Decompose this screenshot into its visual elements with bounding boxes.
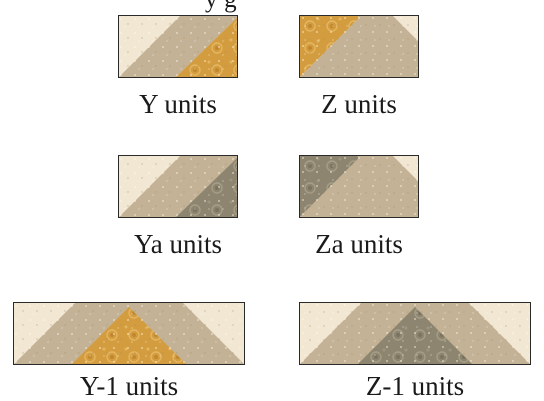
z-1-units-fabric-swatch: [299, 302, 531, 365]
z-1-units-label: Z-1 units: [366, 371, 464, 401]
z-units-fabric-swatch: [299, 15, 419, 78]
page-text-fragment: y g: [205, 0, 237, 12]
za-units-fabric-swatch: [299, 155, 419, 218]
y-units-label: Y units: [139, 89, 217, 119]
y-1-units-fabric-swatch: [13, 302, 245, 365]
za-units-label: Za units: [315, 229, 403, 259]
ya-units-fabric-swatch: [118, 155, 238, 218]
y-units-fabric-swatch: [118, 15, 238, 78]
ya-units-label: Ya units: [134, 229, 222, 259]
z-units-label: Z units: [321, 89, 397, 119]
y-1-units-label: Y-1 units: [80, 371, 178, 401]
